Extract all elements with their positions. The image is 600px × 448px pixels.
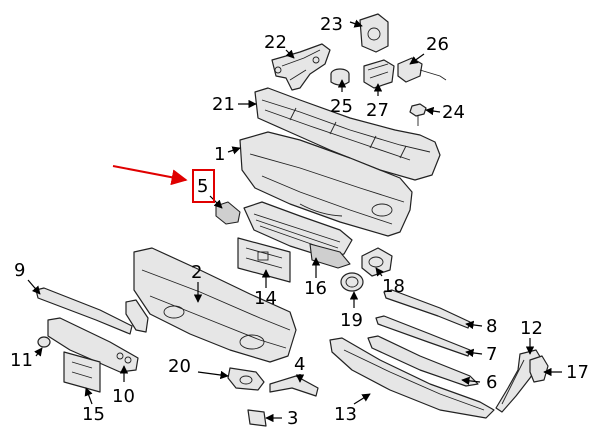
part-2-lower-bumper bbox=[133, 247, 297, 363]
callout-10: 10 bbox=[112, 386, 135, 407]
callout-12: 12 bbox=[520, 318, 543, 339]
part-18-fog-lamp bbox=[361, 247, 393, 277]
callout-1: 1 bbox=[214, 144, 225, 165]
callout-22: 22 bbox=[264, 32, 287, 53]
callout-18: 18 bbox=[382, 276, 405, 297]
part-27-clip bbox=[363, 59, 395, 89]
callout-labels: 1 2 3 4 5 6 7 8 9 10 11 12 13 14 15 16 1… bbox=[10, 14, 589, 429]
callout-3: 3 bbox=[287, 408, 298, 429]
callout-2: 2 bbox=[191, 262, 202, 283]
part-19-ring bbox=[340, 272, 364, 292]
callout-26: 26 bbox=[426, 34, 449, 55]
highlight-callout-5 bbox=[112, 165, 215, 203]
callout-17: 17 bbox=[566, 362, 589, 383]
callout-13: 13 bbox=[334, 404, 357, 425]
callout-6: 6 bbox=[486, 372, 497, 393]
part-10-lower-bezel bbox=[47, 317, 139, 373]
callout-4: 4 bbox=[294, 354, 305, 375]
callout-15: 15 bbox=[82, 404, 105, 425]
part-22-bracket bbox=[271, 43, 331, 91]
callout-5: 5 bbox=[197, 176, 208, 197]
part-4-bracket bbox=[269, 375, 319, 397]
part-11-plug bbox=[37, 336, 51, 348]
callout-23: 23 bbox=[320, 14, 343, 35]
part-9-strip bbox=[35, 287, 133, 335]
callout-25: 25 bbox=[330, 96, 353, 117]
callout-19: 19 bbox=[340, 310, 363, 331]
callout-21: 21 bbox=[212, 94, 235, 115]
callout-9: 9 bbox=[14, 260, 25, 281]
callout-24: 24 bbox=[442, 102, 465, 123]
callout-27: 27 bbox=[366, 100, 389, 121]
part-21-reinforcement bbox=[254, 87, 441, 181]
callout-16: 16 bbox=[304, 278, 327, 299]
leader-lines bbox=[27, 19, 562, 423]
part-23-pad bbox=[359, 13, 389, 53]
callout-7: 7 bbox=[486, 344, 497, 365]
part-17-clip bbox=[529, 355, 549, 383]
callout-14: 14 bbox=[254, 288, 277, 309]
part-14-plate-bracket bbox=[237, 237, 291, 283]
part-13-air-dam bbox=[329, 337, 495, 419]
part-25-grommet bbox=[330, 68, 350, 86]
part-15-plate bbox=[63, 351, 101, 393]
part-24-bolt bbox=[409, 103, 427, 126]
part-1-bumper-cover bbox=[239, 131, 413, 237]
callout-11: 11 bbox=[10, 350, 33, 371]
callout-20: 20 bbox=[168, 356, 191, 377]
callout-8: 8 bbox=[486, 316, 497, 337]
part-26-sensor bbox=[397, 57, 447, 83]
part-3-clip bbox=[247, 409, 267, 427]
part-side-trim bbox=[125, 299, 149, 333]
part-6-strip bbox=[367, 335, 479, 387]
part-20-fog-cover bbox=[227, 367, 265, 391]
